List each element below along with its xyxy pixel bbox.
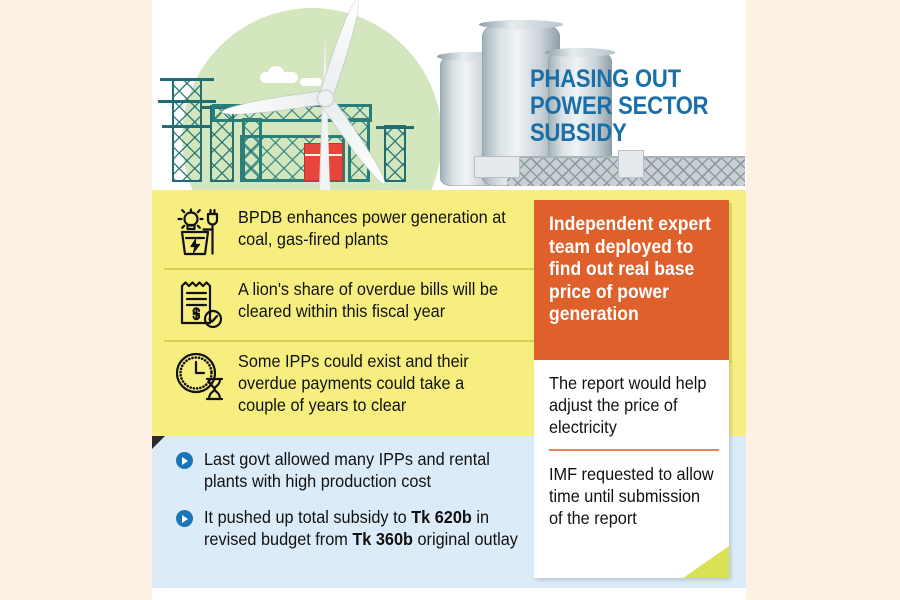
transmission-tower-icon <box>172 78 202 182</box>
cooling-tower-rim <box>437 52 501 61</box>
list-item: Some IPPs could exist and their overdue … <box>164 340 534 426</box>
cloud-icon <box>260 66 298 83</box>
wind-turbine-mast <box>320 35 330 190</box>
list-item: Last govt allowed many IPPs and rental p… <box>176 448 556 492</box>
bullet-label: It pushed up total subsidy to Tk 620b in… <box>204 507 518 550</box>
list-item: BPDB enhances power generation at coal, … <box>164 198 534 268</box>
key-points-list: BPDB enhances power generation at coal, … <box>164 198 534 426</box>
page-fold-corner <box>683 546 729 578</box>
pylon-arm <box>158 100 216 103</box>
wind-turbine-hub <box>318 91 333 106</box>
list-item: A lion's share of overdue bills will be … <box>164 268 534 340</box>
bill-receipt-check-icon <box>164 278 238 330</box>
cloud-small-icon <box>300 78 322 86</box>
list-item: It pushed up total subsidy to Tk 620b in… <box>176 506 556 550</box>
pylon-arm <box>376 126 414 129</box>
arrow-bullet-icon <box>176 452 193 469</box>
note-text: IMF requested to allow time until submis… <box>549 463 714 528</box>
pylon-arm <box>162 125 212 128</box>
bullet-label: Last govt allowed many IPPs and rental p… <box>204 449 490 492</box>
note-divider <box>549 449 719 451</box>
arrow-bullet-icon <box>176 510 193 528</box>
note-text: The report would help adjust the price o… <box>549 373 707 438</box>
storage-tank-icon <box>304 143 321 181</box>
list-item-label: BPDB enhances power generation at coal, … <box>238 207 506 250</box>
list-item-label: Some IPPs could exist and their overdue … <box>238 351 469 416</box>
infographic-root: PHASING OUT POWER SECTOR SUBSIDY BPDB en… <box>152 0 746 600</box>
highlight-callout-text: Independent expert team deployed to find… <box>549 213 711 326</box>
plant-building <box>618 150 644 178</box>
page-title: PHASING OUT POWER SECTOR SUBSIDY <box>530 65 709 147</box>
header-illustration-area: PHASING OUT POWER SECTOR SUBSIDY <box>152 0 746 190</box>
notes-card: The report would help adjust the price o… <box>534 360 729 578</box>
clock-hourglass-icon <box>164 350 238 402</box>
lightbulb-plug-icon <box>164 206 238 258</box>
cooling-tower-rim <box>545 48 615 57</box>
cooling-tower-rim <box>479 20 563 29</box>
list-item-label: A lion's share of overdue bills will be … <box>238 279 499 322</box>
context-bullet-list: Last govt allowed many IPPs and rental p… <box>176 448 556 564</box>
panel-corner-notch <box>152 436 165 449</box>
plant-building <box>474 156 520 178</box>
highlight-callout-box: Independent expert team deployed to find… <box>534 200 729 360</box>
pylon-arm <box>160 78 214 81</box>
transmission-tower-icon <box>384 125 406 182</box>
